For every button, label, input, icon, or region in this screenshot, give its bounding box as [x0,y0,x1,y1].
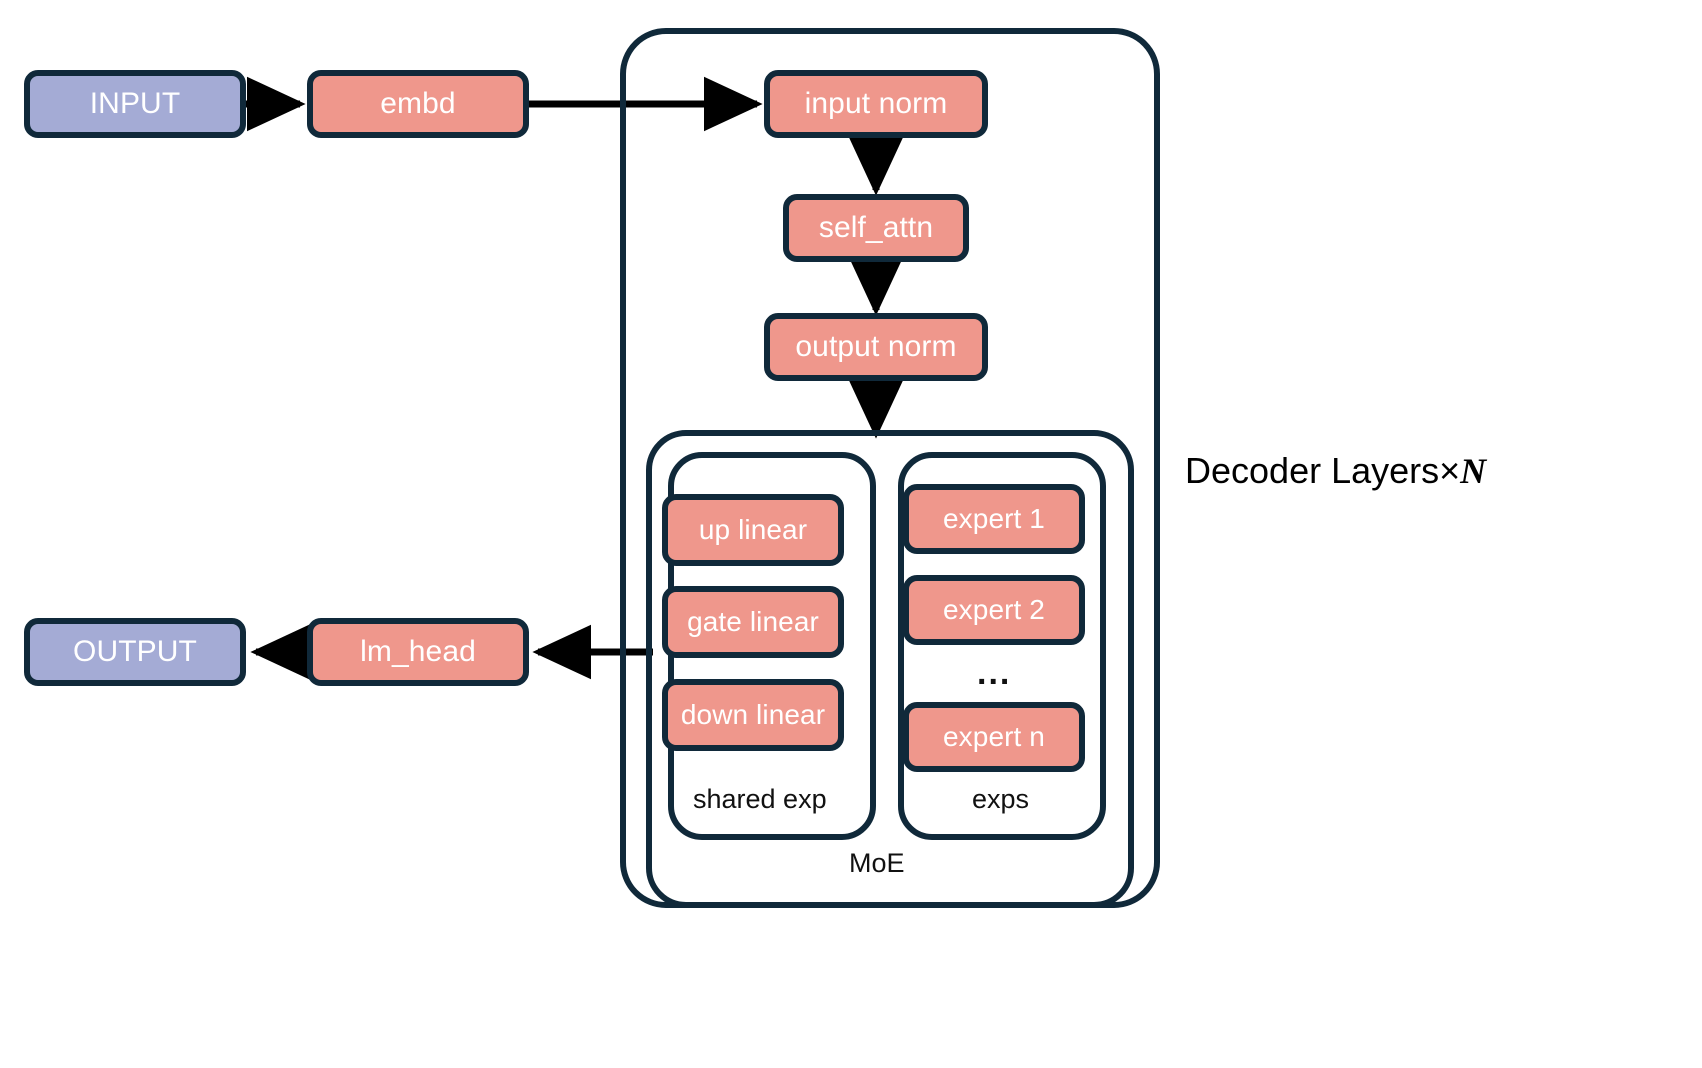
experts-ellipsis: ... [977,654,1012,692]
decoder-layers-prefix: Decoder Layers× [1185,450,1461,491]
node-output[interactable]: OUTPUT [24,618,246,686]
node-input-norm[interactable]: input norm [764,70,988,138]
decoder-layers-annotation: Decoder Layers×N [1185,450,1486,492]
node-embd[interactable]: embd [307,70,529,138]
node-down-linear[interactable]: down linear [662,679,844,751]
node-expert-1[interactable]: expert 1 [903,484,1085,554]
node-expert-n[interactable]: expert n [903,702,1085,772]
node-output-norm[interactable]: output norm [764,313,988,381]
exps-caption: exps [972,784,1030,814]
node-input[interactable]: INPUT [24,70,246,138]
shared-exp-caption: shared exp [693,784,827,814]
node-lm-head[interactable]: lm_head [307,618,529,686]
node-expert-2[interactable]: expert 2 [903,575,1085,645]
moe-group [646,430,1134,908]
node-gate-linear[interactable]: gate linear [662,586,844,658]
decoder-layers-count: N [1460,451,1487,491]
node-up-linear[interactable]: up linear [662,494,844,566]
exps-group [898,452,1106,840]
moe-caption: MoE [849,848,905,878]
node-self-attn[interactable]: self_attn [783,194,969,262]
